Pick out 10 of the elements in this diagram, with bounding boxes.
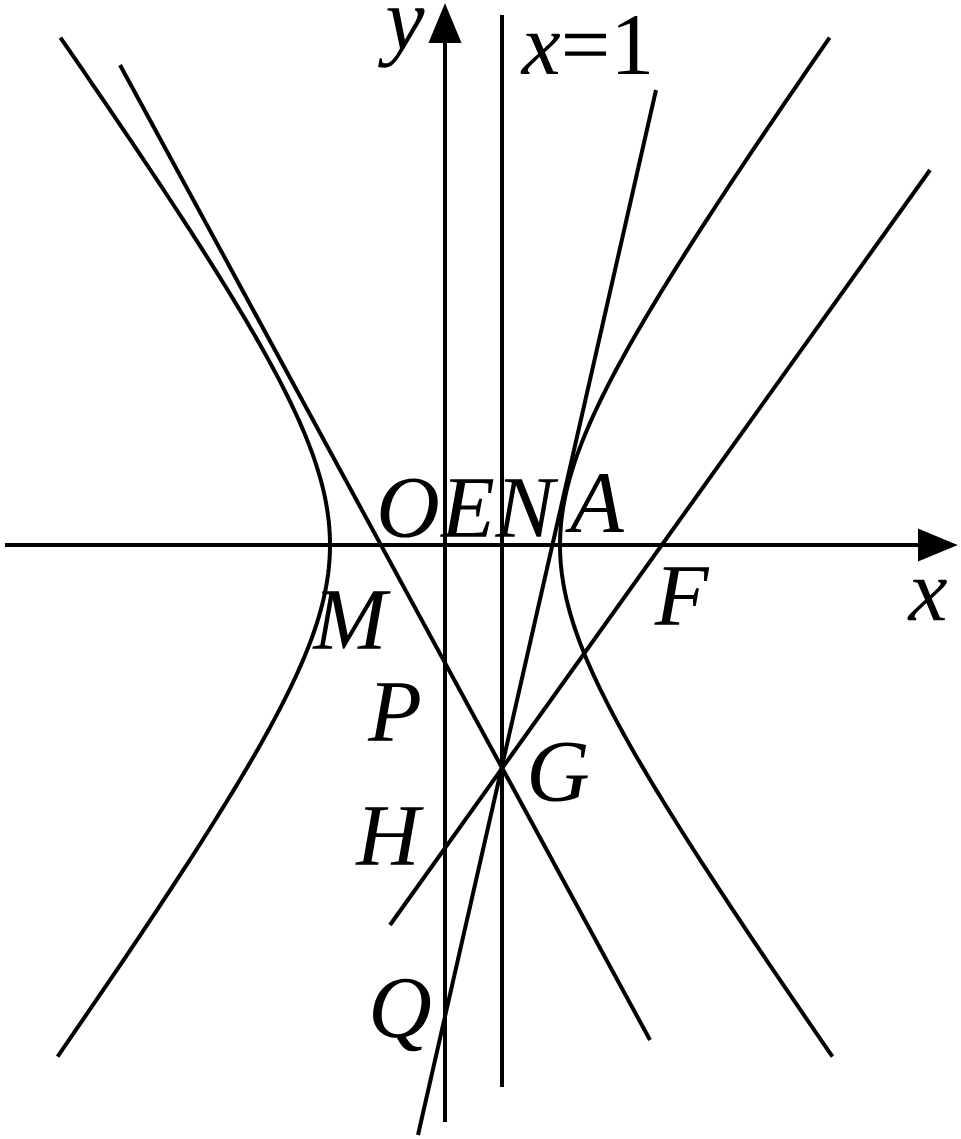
- point-label: H: [355, 807, 424, 865]
- point-label: A: [565, 473, 624, 533]
- point-label: y: [378, 8, 425, 68]
- point-label: O: [380, 478, 438, 538]
- point-label: P: [367, 683, 420, 741]
- point-label: x=1: [520, 15, 650, 75]
- point-label: G: [531, 742, 588, 802]
- point-label: Q: [373, 978, 431, 1052]
- point-label: F: [654, 567, 710, 625]
- point-label: x: [907, 579, 947, 621]
